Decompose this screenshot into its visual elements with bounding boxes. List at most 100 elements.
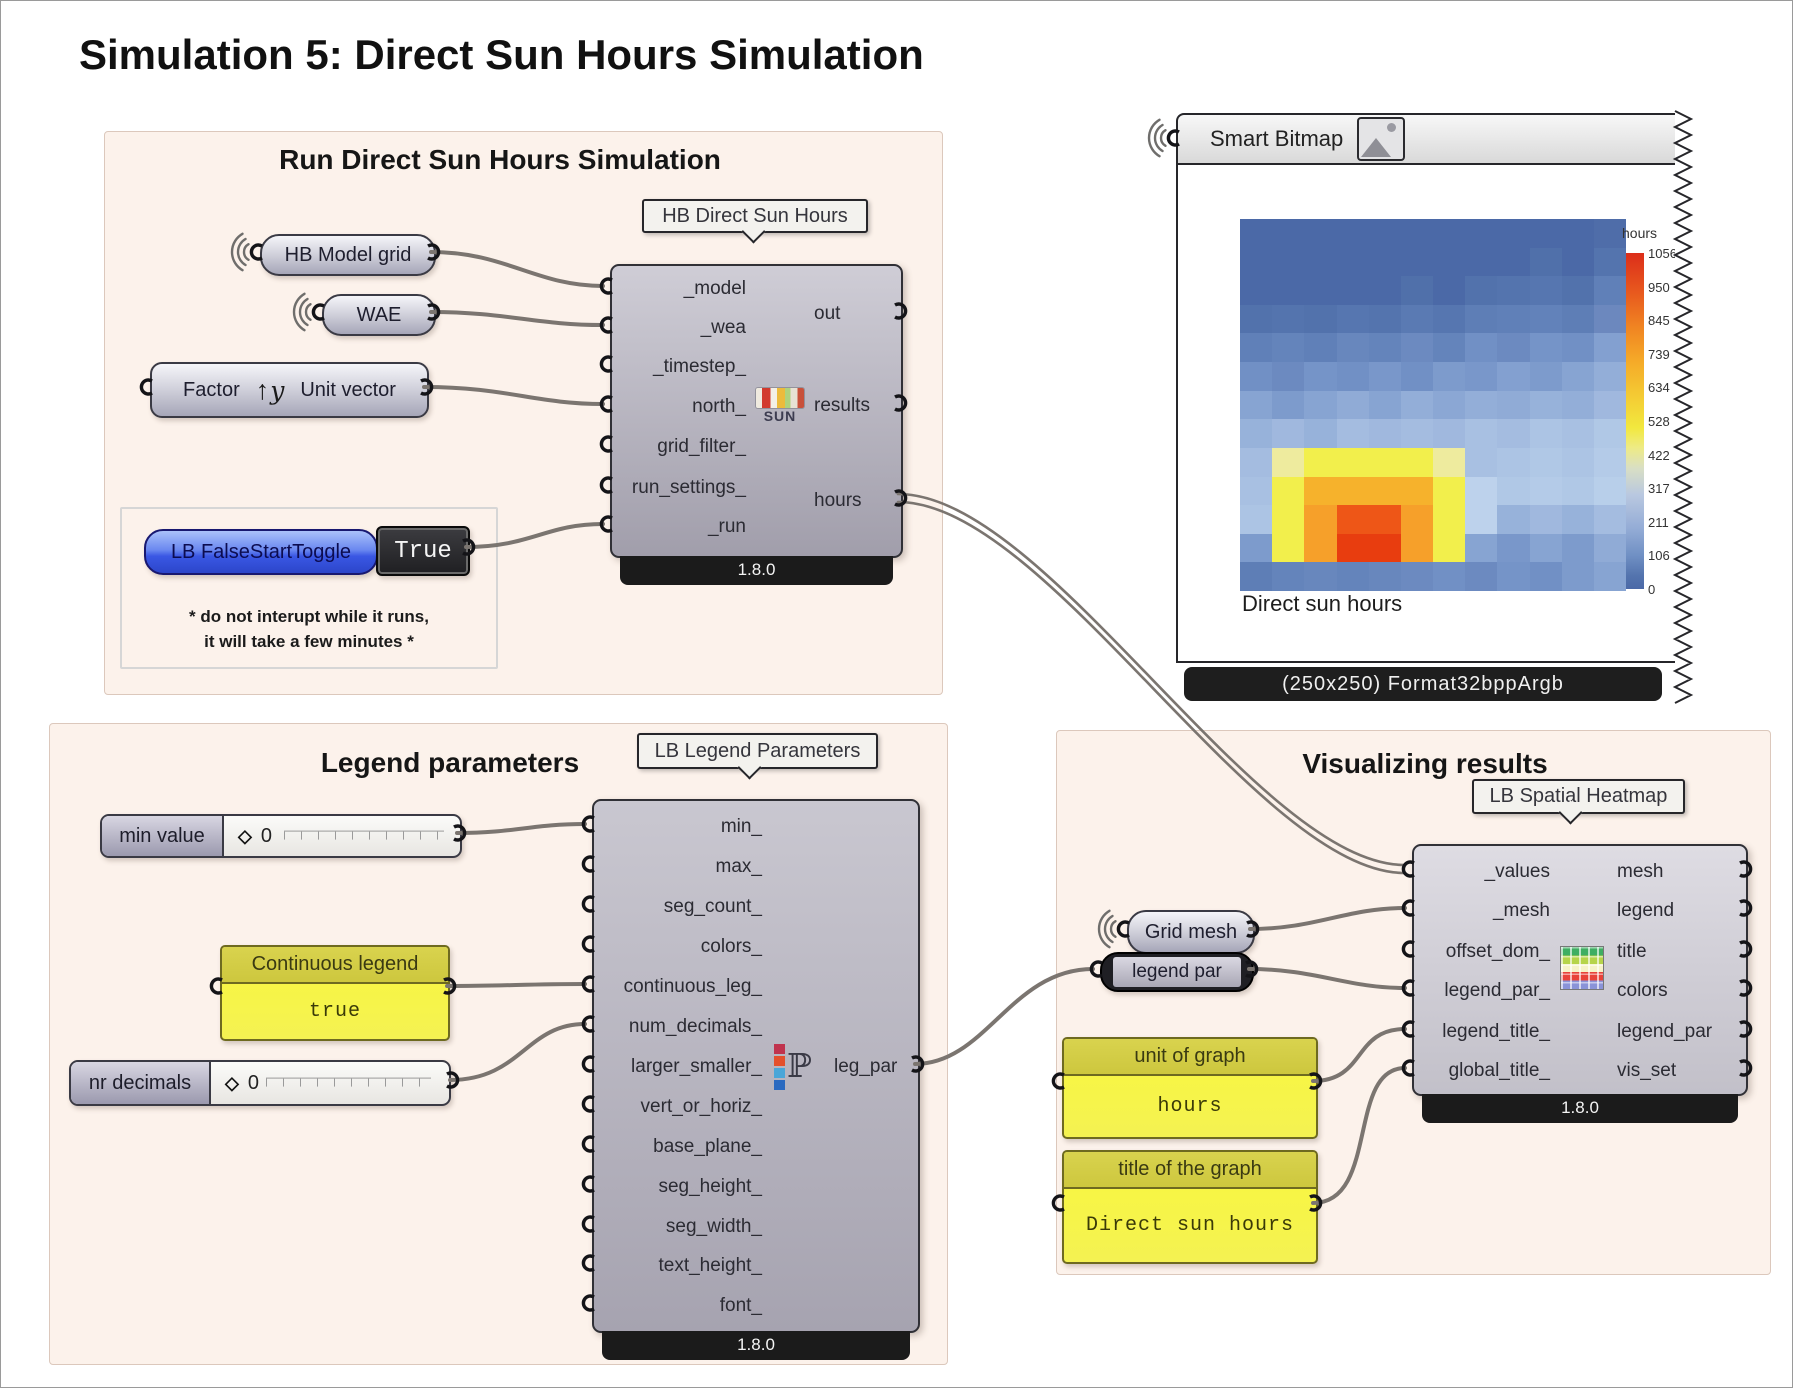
smart-bitmap-title: Smart Bitmap: [1210, 126, 1344, 151]
param-hb-model-grid-label: HB Model grid: [284, 243, 412, 266]
nr-decimals-slider-value: 0: [247, 1071, 259, 1094]
bitmap-heatmap: [1240, 219, 1626, 591]
continuous-legend-panel[interactable]: Continuous legend true: [220, 945, 450, 1041]
port-label[interactable]: seg_count_: [663, 896, 762, 917]
false-start-toggle[interactable]: LB FalseStartToggle: [144, 529, 378, 575]
port-label[interactable]: larger_smaller_: [631, 1056, 762, 1077]
port-label[interactable]: north_: [692, 396, 746, 417]
group-legend-parameters[interactable]: Legend parameters min value ◇ 0 Continuo…: [49, 723, 948, 1365]
param-legend-par-label: legend par: [1113, 957, 1241, 987]
port-label[interactable]: global_title_: [1448, 1060, 1550, 1081]
slider-grip-icon[interactable]: ◇: [225, 1072, 239, 1093]
port-label[interactable]: num_decimals_: [628, 1016, 762, 1037]
group-viz-title: Visualizing results: [1302, 748, 1548, 779]
group-run-title: Run Direct Sun Hours Simulation: [279, 144, 721, 175]
port-label[interactable]: colors: [1617, 980, 1668, 1001]
legend-parameters-icon: ℙ: [774, 1044, 818, 1092]
min-value-slider-label: min value: [102, 816, 224, 856]
colorbar: [1626, 253, 1644, 589]
port-label[interactable]: base_plane_: [653, 1136, 762, 1157]
port-label[interactable]: grid_filter_: [657, 436, 746, 457]
component-version: 1.8.0: [1422, 1094, 1738, 1123]
port-label[interactable]: mesh: [1617, 861, 1664, 882]
group-visualizing-results[interactable]: Visualizing results Grid mesh legend par…: [1056, 730, 1771, 1275]
tag-lb-legend-parameters: LB Legend Parameters: [637, 733, 878, 780]
unit-of-graph-panel[interactable]: unit of graph hours: [1062, 1037, 1318, 1139]
smart-bitmap-footer: (250x250) Format32bppArgb: [1184, 667, 1662, 701]
param-wae-label: WAE: [356, 303, 402, 326]
port-label[interactable]: _values: [1484, 861, 1551, 882]
param-grid-mesh[interactable]: Grid mesh: [1127, 910, 1255, 954]
continuous-legend-panel-value[interactable]: true: [308, 1000, 361, 1023]
port-label[interactable]: vis_set: [1617, 1060, 1677, 1081]
port-label[interactable]: results: [814, 395, 870, 416]
param-wae[interactable]: WAE: [322, 294, 436, 336]
port-label[interactable]: colors_: [700, 936, 762, 957]
port-label[interactable]: legend: [1617, 900, 1675, 921]
title-of-graph-panel-value[interactable]: Direct sun hours: [1085, 1214, 1295, 1237]
param-legend-par-relay[interactable]: legend par: [1100, 952, 1254, 992]
port-label[interactable]: _mesh: [1492, 900, 1550, 921]
port-label[interactable]: out: [814, 303, 841, 324]
port-label[interactable]: hours: [814, 490, 862, 511]
port-label[interactable]: text_height_: [658, 1255, 762, 1276]
toggle-value-button[interactable]: True: [376, 526, 470, 576]
port-label[interactable]: run_settings_: [631, 477, 746, 498]
image-icon: [1357, 117, 1406, 161]
colorbar-title: hours: [1622, 225, 1658, 241]
group-run-simulation[interactable]: Run Direct Sun Hours Simulation HB Model…: [104, 131, 943, 695]
bitmap-caption: Direct sun hours: [1242, 591, 1403, 616]
port-label[interactable]: legend_par: [1617, 1021, 1713, 1042]
title-of-graph-panel[interactable]: title of the graph Direct sun hours: [1062, 1150, 1318, 1264]
sun-icon: SUN: [756, 388, 804, 424]
lb-spatial-heatmap-component[interactable]: _values _mesh offset_dom_ legend_par_ le…: [1412, 844, 1748, 1123]
port-label[interactable]: seg_width_: [665, 1216, 762, 1237]
port-label[interactable]: min_: [720, 816, 762, 837]
page-title: Simulation 5: Direct Sun Hours Simulatio…: [79, 31, 924, 78]
slider-ruler: [284, 830, 444, 840]
port-label[interactable]: _wea: [700, 317, 746, 338]
param-grid-mesh-label: Grid mesh: [1144, 920, 1238, 943]
port-label[interactable]: _model: [683, 278, 746, 299]
hb-direct-sun-hours-component[interactable]: _model _wea _timestep_ north_ grid_filte…: [610, 264, 903, 585]
param-hb-model-grid[interactable]: HB Model grid: [260, 234, 436, 276]
nr-decimals-slider[interactable]: nr decimals ◇ 0: [69, 1060, 451, 1106]
smart-bitmap-header[interactable]: Smart Bitmap: [1176, 113, 1675, 165]
port-label[interactable]: leg_par: [834, 1056, 898, 1077]
port-label[interactable]: offset_dom_: [1445, 941, 1550, 962]
title-of-graph-panel-title: title of the graph: [1064, 1152, 1316, 1189]
slider-ruler: [266, 1077, 431, 1087]
port-label[interactable]: vert_or_horiz_: [640, 1096, 762, 1117]
unit-of-graph-panel-value[interactable]: hours: [1157, 1095, 1223, 1118]
port-label[interactable]: legend_par_: [1444, 980, 1550, 1001]
tag-hb-direct-sun-hours: HB Direct Sun Hours: [642, 199, 868, 244]
port-label[interactable]: continuous_leg_: [623, 976, 762, 997]
slider-grip-icon[interactable]: ◇: [238, 825, 252, 846]
unit-of-graph-panel-title: unit of graph: [1064, 1039, 1316, 1076]
nr-decimals-slider-label: nr decimals: [71, 1062, 211, 1104]
component-version: 1.8.0: [602, 1331, 910, 1360]
spatial-heatmap-icon: [1560, 946, 1604, 990]
lb-legend-parameters-component[interactable]: min_ max_ seg_count_ colors_ continuous_…: [592, 799, 920, 1360]
component-version: 1.8.0: [620, 556, 893, 585]
port-label[interactable]: title: [1617, 941, 1647, 962]
unit-vector-icon: ↑y: [255, 375, 285, 405]
false-start-toggle-label: LB FalseStartToggle: [170, 540, 352, 563]
param-factor-label: Factor: [183, 378, 240, 401]
port-label[interactable]: legend_title_: [1442, 1021, 1550, 1042]
param-unit-vector-label: Unit vector: [300, 378, 396, 401]
port-label[interactable]: seg_height_: [658, 1176, 762, 1197]
port-label[interactable]: _timestep_: [653, 356, 746, 377]
continuous-legend-panel-title: Continuous legend: [222, 947, 448, 984]
toggle-value: True: [394, 537, 452, 565]
port-label[interactable]: _run: [707, 516, 746, 537]
min-value-slider[interactable]: min value ◇ 0: [100, 814, 462, 858]
min-value-slider-value: 0: [260, 824, 272, 847]
port-label[interactable]: max_: [715, 856, 762, 877]
param-unit-vector[interactable]: Factor ↑y Unit vector: [150, 362, 429, 418]
tag-lb-spatial-heatmap: LB Spatial Heatmap: [1472, 779, 1685, 825]
port-label[interactable]: font_: [719, 1295, 762, 1316]
